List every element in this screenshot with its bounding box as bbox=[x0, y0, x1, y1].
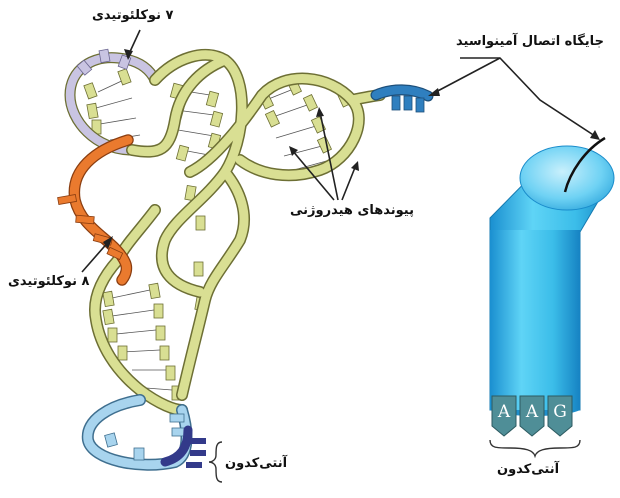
anticodon-base-2: A bbox=[521, 402, 543, 422]
eight-nucleotide-label: ۸ نوکلئوتیدی bbox=[8, 274, 89, 289]
anticodon-brace-left bbox=[209, 442, 222, 482]
trna-cylinder-model bbox=[490, 138, 614, 416]
anticodon-brace-bottom bbox=[490, 440, 580, 456]
seven-nucleotide-label: ۷ نوکلئوتیدی bbox=[92, 8, 173, 23]
nucleotide-bases bbox=[84, 69, 352, 400]
acceptor-bases bbox=[392, 96, 424, 112]
anticodon-base-1: A bbox=[493, 402, 515, 422]
amino-acid-site-label: جایگاه اتصال آمینواسید bbox=[456, 34, 604, 49]
anticodon-label-left: آنتی‌کدون bbox=[225, 456, 287, 471]
hydrogen-bonds-label: پیوندهای هیدروژنی bbox=[290, 203, 414, 218]
anticodon-label-right: آنتی‌کدون bbox=[497, 462, 559, 477]
anticodon-base-3: G bbox=[549, 402, 571, 422]
